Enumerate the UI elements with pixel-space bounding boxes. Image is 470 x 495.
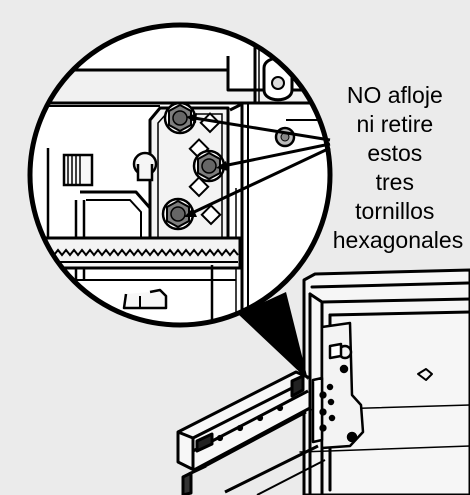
- warning-callout: NO afloje ni retire estos tres tornillos…: [333, 82, 463, 253]
- callout-line: NO afloje: [347, 82, 443, 108]
- callout-line: hexagonales: [333, 227, 463, 253]
- magnifier-cone: [238, 292, 308, 380]
- callout-line: ni retire: [356, 111, 433, 137]
- magnifier-ring: [27, 22, 333, 328]
- hinge-bracket: [311, 321, 365, 450]
- hex-bolt-bottom: [161, 197, 195, 231]
- callout-line: estos: [367, 140, 422, 166]
- slide-rail: [176, 370, 326, 495]
- pointer-arrows: [184, 113, 331, 217]
- magnified-area: [30, 25, 330, 325]
- hex-bolt-top: [163, 101, 197, 135]
- rack-teeth: [30, 248, 239, 257]
- callout-line: tres: [376, 169, 414, 195]
- callout-line: tornillos: [355, 198, 434, 224]
